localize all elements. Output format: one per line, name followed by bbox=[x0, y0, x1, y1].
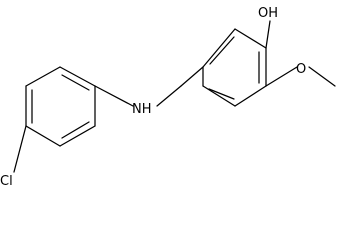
bond bbox=[25, 66, 61, 87]
hydroxyl-label: OH bbox=[258, 6, 278, 21]
bond bbox=[25, 125, 61, 147]
bond bbox=[202, 28, 236, 68]
bond bbox=[234, 28, 267, 49]
amine-label: NH bbox=[132, 102, 152, 117]
double-bond-inner bbox=[209, 36, 235, 65]
double-bond-inner bbox=[61, 74, 90, 91]
methyl-bond bbox=[308, 66, 336, 87]
bond bbox=[59, 66, 96, 87]
bond bbox=[59, 125, 96, 147]
hydroxyl-bond bbox=[265, 20, 271, 49]
double-bond-inner bbox=[208, 88, 235, 100]
double-bond-inner bbox=[61, 121, 90, 139]
methoxy-oxygen-bond bbox=[265, 66, 298, 87]
chlorophenyl-ring bbox=[25, 66, 96, 147]
chloro-bond bbox=[13, 125, 27, 173]
bond bbox=[234, 85, 267, 107]
amine-ch2-bond bbox=[156, 85, 182, 107]
chemical-structure: Cl NH OH O bbox=[0, 6, 336, 189]
methoxy-oxygen-label: O bbox=[296, 62, 306, 77]
bond bbox=[202, 85, 236, 107]
chlorine-label: Cl bbox=[0, 174, 13, 189]
amine-bond bbox=[94, 85, 134, 107]
methoxyphenol-ring bbox=[202, 28, 267, 107]
ch2-ring-bond bbox=[180, 66, 204, 87]
